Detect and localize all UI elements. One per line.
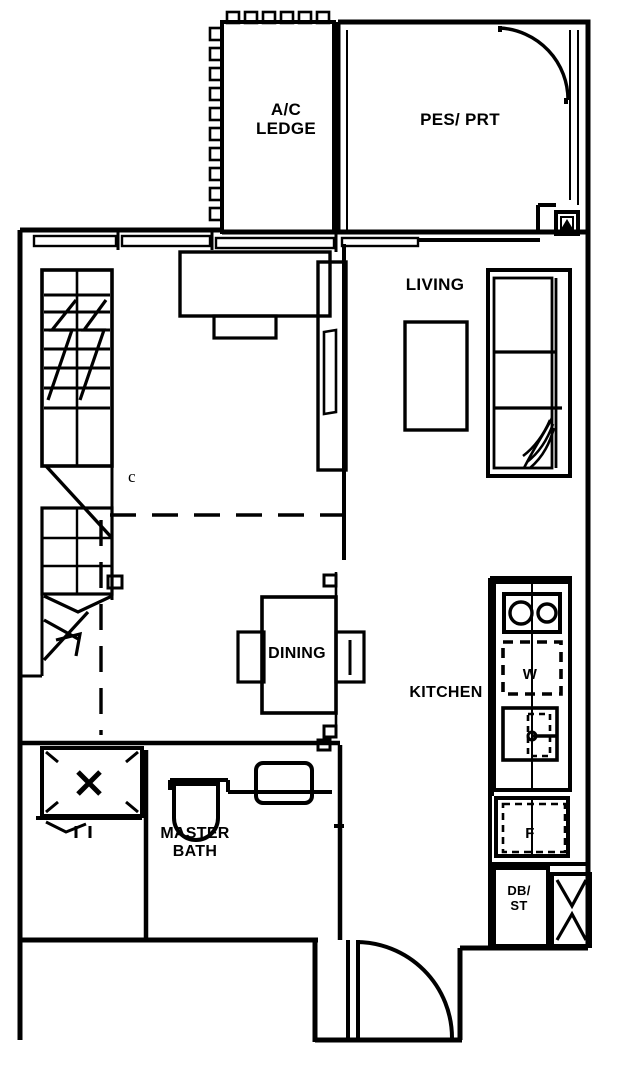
fridge-outline — [494, 796, 570, 858]
kitchen-zone — [488, 576, 592, 950]
window-bedroom-b — [120, 234, 212, 248]
annotation-mark-c: c — [128, 467, 136, 486]
sofa-outline — [486, 268, 572, 478]
dashed-boundary-lines — [99, 513, 344, 735]
pes-door-swing-arc — [499, 26, 570, 101]
bath-door-jamb-nib — [316, 738, 332, 752]
washer-outline — [501, 640, 563, 696]
ac-ledge-louvres-left — [208, 26, 224, 222]
window-bedroom-a — [32, 234, 118, 248]
riser-box — [536, 203, 580, 236]
dining-set — [236, 572, 366, 739]
toilet-wc — [168, 778, 262, 842]
entrance-door-swing-arc — [355, 940, 454, 1039]
coffee-table — [403, 320, 469, 432]
dining-chair-left — [236, 630, 266, 684]
top-wall-windows — [32, 232, 540, 252]
stair-down-arrows — [42, 594, 113, 662]
misc-wall-nibs — [20, 316, 346, 678]
wash-basin — [254, 761, 314, 805]
hob-cooktop — [502, 592, 562, 634]
sofa-seat-area — [492, 276, 554, 470]
db-store-cupboard — [492, 866, 550, 948]
dining-chair-right — [334, 630, 366, 684]
shower-drain-detail — [45, 820, 87, 834]
upper-block-walls — [208, 10, 591, 234]
stair-newel-post — [106, 574, 124, 590]
window-under-ac-ledge — [214, 236, 336, 250]
main-entrance-door — [346, 940, 454, 1039]
service-shaft-box — [550, 872, 592, 948]
bench-at-bed-foot — [212, 314, 278, 340]
living-furniture — [403, 268, 572, 478]
stair-direction-arrows — [46, 299, 108, 401]
kitchen-sink — [501, 706, 559, 762]
potted-plant — [522, 417, 556, 469]
master-bath-zone — [20, 738, 344, 940]
wardrobe-inner-panel — [322, 328, 338, 416]
pes-prt-outer-wall — [338, 19, 591, 232]
ac-ledge-louvres-top — [225, 10, 331, 25]
